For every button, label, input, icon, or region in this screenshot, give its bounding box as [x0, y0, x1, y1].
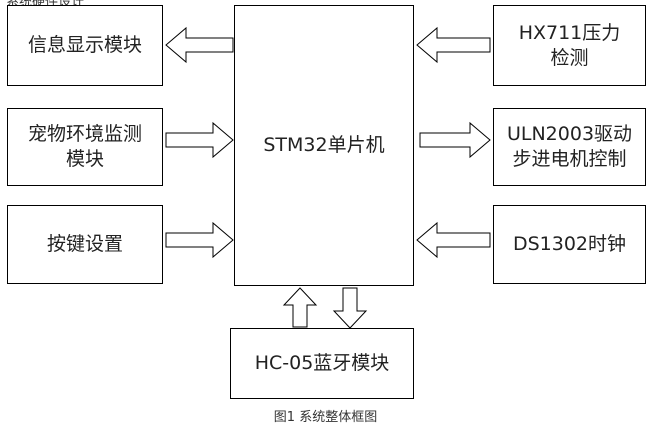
uln2003-box: ULN2003驱动步进电机控制: [493, 108, 646, 186]
figure-caption: 图1 系统整体框图: [273, 410, 378, 425]
arrow-left-icon: [165, 26, 234, 64]
display-module-label: 信息显示模块: [27, 34, 142, 56]
hc05-label: HC-05蓝牙模块: [254, 352, 390, 374]
arrow-down-icon: [332, 287, 368, 329]
stm32-label: STM32单片机: [263, 134, 385, 156]
env-monitor-box: 宠物环境监测模块: [7, 108, 163, 186]
arrow-right-icon: [419, 121, 491, 159]
key-setting-box: 按键设置: [7, 205, 163, 284]
arrow-left-icon: [416, 221, 491, 259]
hx711-label: HX711压力检测: [518, 21, 621, 69]
key-setting-label: 按键设置: [46, 233, 123, 255]
arrow-right-icon: [165, 221, 234, 259]
arrow-left-icon: [416, 26, 491, 64]
ds1302-label: DS1302时钟: [512, 233, 627, 255]
ds1302-box: DS1302时钟: [493, 205, 646, 284]
display-module-box: 信息显示模块: [7, 5, 163, 86]
arrow-up-icon: [282, 287, 318, 328]
hx711-box: HX711压力检测: [493, 5, 646, 86]
arrow-right-icon: [165, 121, 234, 159]
stm32-box: STM32单片机: [234, 5, 414, 286]
env-monitor-label: 宠物环境监测模块: [27, 123, 142, 170]
hc05-box: HC-05蓝牙模块: [230, 328, 414, 399]
uln2003-label: ULN2003驱动步进电机控制: [506, 123, 633, 170]
